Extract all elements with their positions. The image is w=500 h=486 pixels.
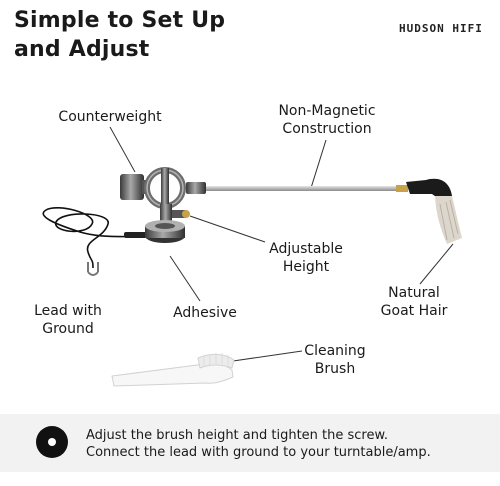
label-adhesive: Adhesive bbox=[165, 304, 245, 322]
counterweight-text: Counterweight bbox=[58, 109, 162, 125]
lead-line-1: Lead with bbox=[34, 303, 102, 319]
arm-rod bbox=[204, 186, 404, 191]
non-magnetic-line-2: Construction bbox=[282, 121, 372, 137]
label-natural-goat-hair: Natural Goat Hair bbox=[371, 284, 457, 320]
leader-lines bbox=[109, 126, 454, 362]
adjustable-line-1: Adjustable bbox=[269, 241, 343, 257]
instructions-footer: Adjust the brush height and tighten the … bbox=[0, 414, 500, 472]
cleaning-line-2: Brush bbox=[314, 361, 356, 377]
instructions-text: Adjust the brush height and tighten the … bbox=[86, 427, 431, 461]
label-lead-with-ground: Lead with Ground bbox=[22, 302, 114, 338]
ground-lead-cable bbox=[42, 206, 147, 269]
cleaning-brush-icon bbox=[111, 353, 235, 387]
brush-head bbox=[406, 178, 462, 244]
title-line-1: Simple to Set Up bbox=[14, 8, 226, 33]
instruction-line-1: Adjust the brush height and tighten the … bbox=[86, 428, 389, 443]
adjustable-line-2: Height bbox=[282, 259, 330, 275]
disc-center bbox=[48, 438, 56, 446]
pivot-assembly bbox=[120, 167, 206, 243]
cable-connector bbox=[124, 232, 148, 238]
non-magnetic-line-1: Non-Magnetic bbox=[278, 103, 376, 119]
lead-line-2: Ground bbox=[42, 321, 94, 337]
title-line-2: and Adjust bbox=[14, 37, 150, 62]
brass-ring bbox=[396, 185, 408, 192]
label-cleaning-brush: Cleaning Brush bbox=[296, 342, 374, 378]
record-disc-icon bbox=[36, 426, 68, 458]
label-non-magnetic: Non-Magnetic Construction bbox=[262, 102, 392, 138]
label-counterweight: Counterweight bbox=[50, 108, 170, 126]
instruction-line-2: Connect the lead with ground to your tur… bbox=[86, 445, 431, 460]
goat-line-1: Natural bbox=[388, 285, 440, 301]
brand-logo: HUDSON HIFI bbox=[399, 22, 483, 35]
page-title: Simple to Set Up and Adjust bbox=[14, 6, 225, 64]
goat-line-2: Goat Hair bbox=[380, 303, 448, 319]
cleaning-line-1: Cleaning bbox=[304, 343, 366, 359]
label-adjustable-height: Adjustable Height bbox=[256, 240, 356, 276]
ground-spade-icon bbox=[87, 262, 99, 276]
adhesive-text: Adhesive bbox=[173, 305, 237, 321]
